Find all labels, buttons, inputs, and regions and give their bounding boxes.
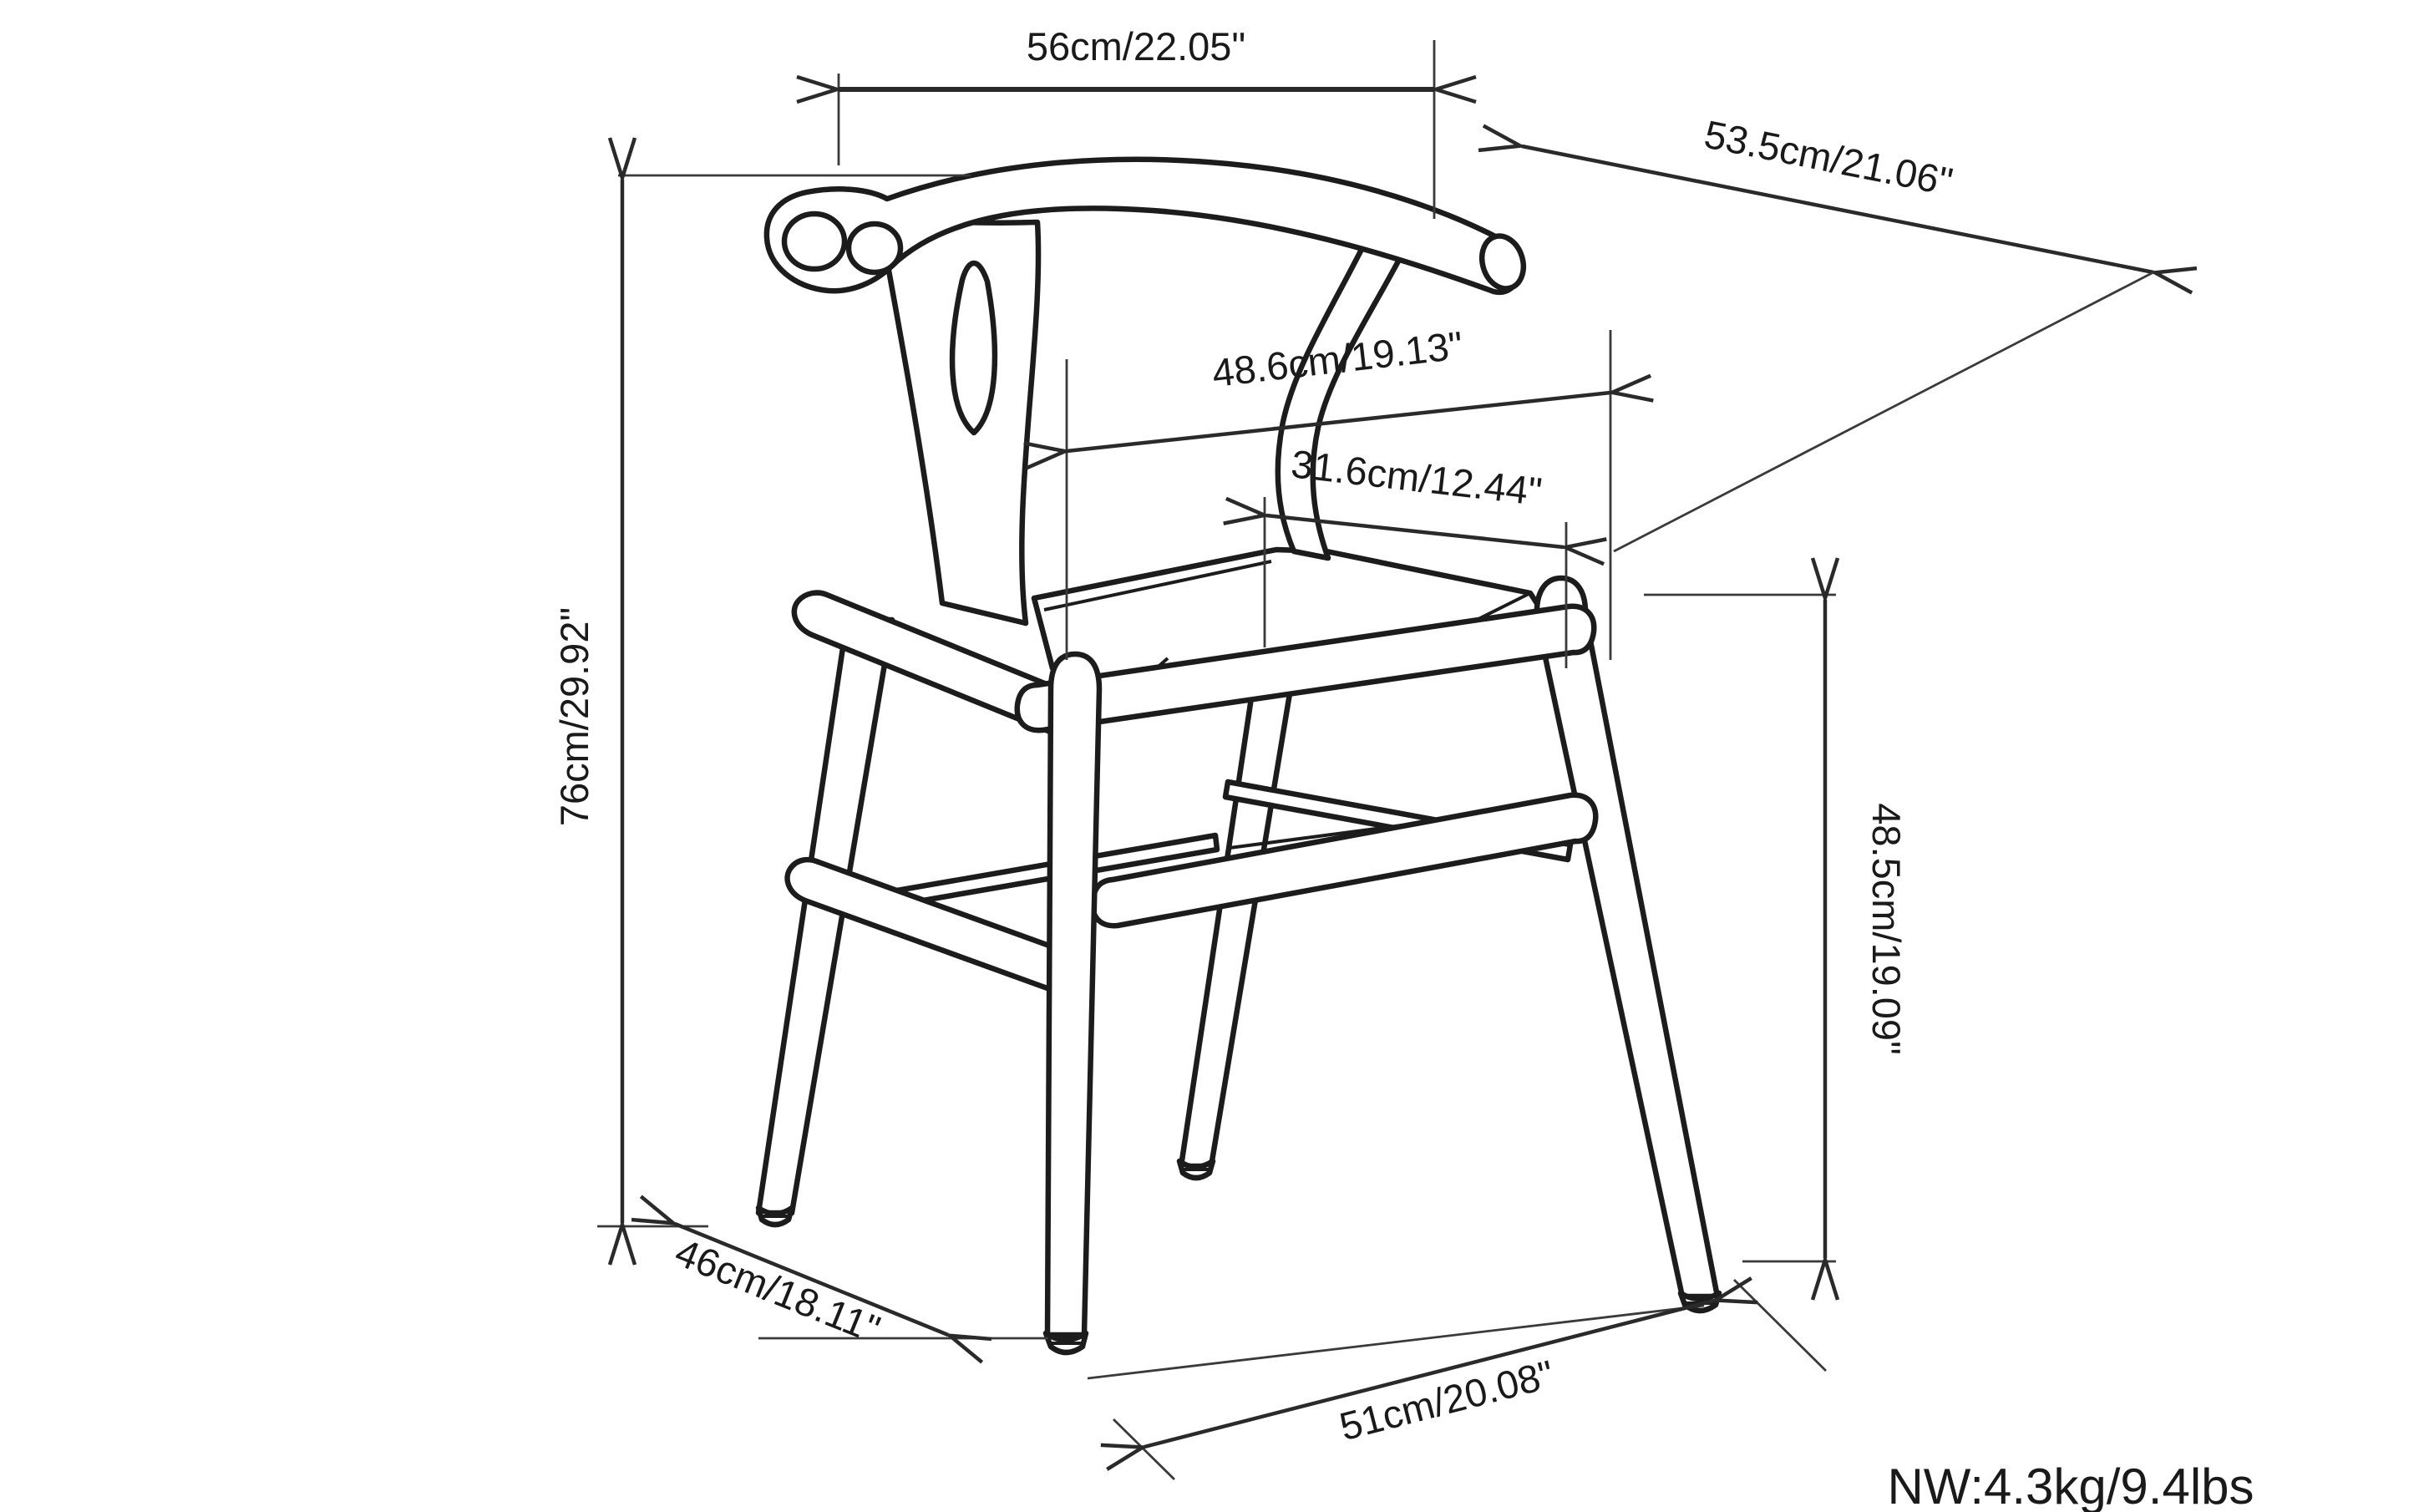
backrest-y-splat [875, 212, 1042, 627]
dim-seat-back-height: 48.5cm/19.09" [1644, 595, 1909, 1261]
dim-label-seat-back-height: 48.5cm/19.09" [1864, 803, 1909, 1054]
dim-label-seat-depth: 51cm/20.08" [1335, 1352, 1558, 1449]
chair-drawing [755, 156, 1722, 1356]
dim-label-seat-inner-width: 31.6cm/12.44" [1289, 441, 1544, 514]
dim-overall-height: 76cm/29.92" [552, 175, 971, 1226]
front-seat-rail [1014, 603, 1597, 733]
splat-board [875, 212, 1042, 627]
left-seat-rail [791, 590, 1073, 737]
dim-top-width: 56cm/22.05" [839, 24, 1434, 219]
dim-label-side-depth: 46cm/18.11" [669, 1230, 886, 1352]
dim-label-top-width: 56cm/22.05" [1027, 24, 1245, 68]
foot-caps [755, 1158, 1722, 1356]
rear-right-foot [1176, 1158, 1216, 1181]
weight-note: NW:4.3kg/9.4lbs [1887, 1459, 2254, 1512]
top-rail [763, 156, 1527, 296]
front-left-foot [1042, 1330, 1089, 1356]
left-side-stretcher [784, 856, 1071, 994]
curl-inner-hole [781, 211, 848, 272]
dim-seat-depth: 51cm/20.08" [1087, 1280, 1827, 1480]
dim-label-overall-height: 76cm/29.92" [552, 607, 596, 826]
seat-rear-edge-line [1043, 560, 1272, 611]
front-right-leg [1534, 575, 1721, 1300]
splat-teardrop-slot [949, 260, 998, 436]
dim-backrest-diagonal: 53.5cm/21.06" [1522, 112, 2153, 553]
front-left-leg [1044, 651, 1103, 1338]
back-post [1275, 216, 1417, 561]
dim-side-depth: 46cm/18.11" [669, 1224, 1048, 1352]
top-rail-band [763, 156, 1524, 296]
curl-rod-end [845, 221, 904, 276]
